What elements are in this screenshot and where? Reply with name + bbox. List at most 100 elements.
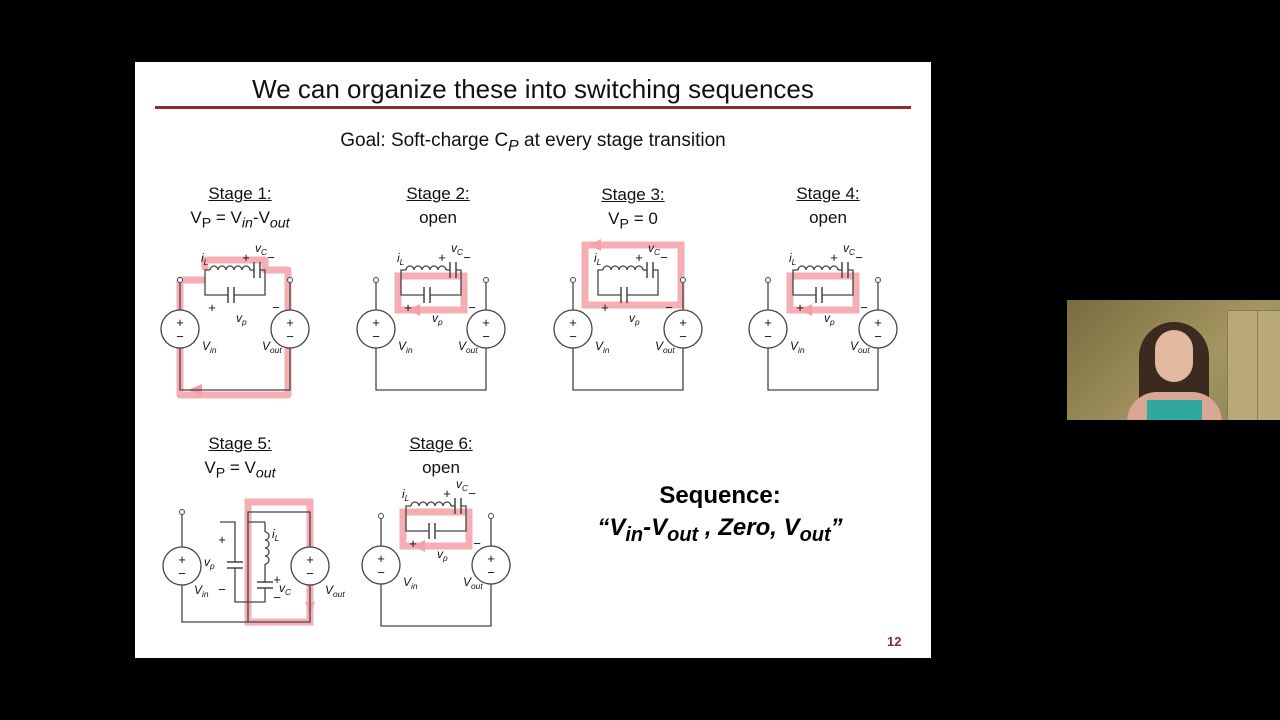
inductor-wire-left	[204, 269, 210, 282]
vc-plus: +	[242, 250, 250, 265]
terminal-right	[483, 277, 489, 283]
vout-source	[270, 309, 310, 349]
vp-wire-left	[405, 518, 429, 532]
vin-label: Vin	[194, 583, 209, 599]
terminal-left	[373, 277, 379, 283]
vin-source-plus: +	[764, 315, 772, 330]
vp-plus: +	[409, 536, 417, 551]
ground-wire	[179, 348, 291, 391]
vout-source-minus: −	[482, 329, 490, 344]
current-arrow	[413, 540, 425, 552]
cap-wire-right	[653, 269, 659, 282]
vin-source	[356, 309, 396, 349]
slide-title: We can organize these into switching seq…	[252, 74, 814, 104]
vout-label: Vout	[458, 339, 478, 355]
slide: We can organize these into switching seq…	[135, 62, 931, 658]
stage-3-heading: Stage 3: VP = 0	[601, 185, 665, 233]
vin-source-minus: −	[372, 329, 380, 344]
vout-label: Vout	[850, 339, 870, 355]
vc-label: vC	[279, 581, 292, 597]
vc-plus: +	[635, 250, 643, 265]
vout-label: Vout	[655, 339, 675, 355]
vout-label: Vout	[325, 583, 345, 599]
il-label: iL	[397, 251, 405, 267]
vin-label: Vin	[595, 339, 610, 355]
vc-plus: +	[443, 486, 451, 501]
vp-plus: +	[208, 300, 216, 315]
background-door	[1257, 310, 1280, 420]
vc-label: vC	[648, 241, 661, 257]
loop-wire	[247, 511, 311, 622]
vout-source-plus: +	[482, 315, 490, 330]
vp-minus: −	[468, 300, 476, 315]
vp-minus: −	[665, 300, 673, 315]
vp-plus: +	[796, 300, 804, 315]
terminal-left	[378, 513, 384, 519]
vout-source-plus: +	[306, 552, 314, 567]
il-label: iL	[789, 251, 797, 267]
vin-source	[361, 545, 401, 585]
vp-wire-top	[220, 521, 236, 562]
vout-source	[663, 309, 703, 349]
vp-label: vp	[437, 547, 448, 563]
il-label: iL	[402, 487, 410, 503]
vp-plus: +	[404, 300, 412, 315]
vp-minus: −	[473, 536, 481, 551]
ground-wire	[375, 348, 487, 391]
current-path-highlight	[581, 241, 685, 309]
vc-label: vC	[843, 241, 856, 257]
vc-plus: +	[438, 250, 446, 265]
current-arrow	[800, 304, 812, 316]
vc-plus: +	[830, 250, 838, 265]
current-path-highlight	[394, 272, 468, 314]
inductor-wire-left	[400, 269, 406, 282]
vp-minus: −	[860, 300, 868, 315]
vp-label: vp	[824, 311, 835, 327]
vin-source-minus: −	[764, 329, 772, 344]
vc-minus: −	[660, 250, 668, 265]
vin-source-minus: −	[176, 329, 184, 344]
vout-source-minus: −	[306, 566, 314, 581]
vout-source	[466, 309, 506, 349]
current-path-highlight	[786, 272, 860, 314]
vin-source-plus: +	[372, 315, 380, 330]
vc-label: vC	[456, 477, 469, 493]
il-label: iL	[594, 251, 602, 267]
vout-source-minus: −	[874, 329, 882, 344]
vin-label: Vin	[202, 339, 217, 355]
presenter-face	[1155, 330, 1193, 382]
vc-label: vC	[255, 241, 268, 257]
current-path-highlight	[399, 508, 473, 550]
terminal-left	[177, 277, 183, 283]
goal-text: Goal: Soft-charge CP at every stage tran…	[340, 130, 726, 155]
vin-label: Vin	[403, 575, 418, 591]
vout-source-minus: −	[286, 329, 294, 344]
inductor-wire-left	[597, 269, 603, 282]
vp-wire-right	[430, 282, 462, 296]
vout-source-plus: +	[286, 315, 294, 330]
vc-minus: −	[273, 590, 281, 605]
vin-source-plus: +	[176, 315, 184, 330]
inductor	[797, 265, 839, 271]
inductor-wire-left	[792, 269, 798, 282]
vin-source	[160, 309, 200, 349]
terminal-right	[488, 513, 494, 519]
vin-source	[553, 309, 593, 349]
terminal-left	[570, 277, 576, 283]
cap-wire-right	[848, 269, 854, 282]
vout-source-plus: +	[679, 315, 687, 330]
vp-wire-left	[792, 282, 816, 296]
vout-source	[471, 545, 511, 585]
background-door	[1227, 310, 1259, 420]
vp-wire-left	[400, 282, 424, 296]
presenter-top	[1147, 400, 1202, 420]
vp-wire-left	[204, 282, 228, 296]
cap-wire-right	[456, 269, 462, 282]
title-rule	[155, 106, 911, 109]
vin-source-minus: −	[377, 565, 385, 580]
vp-wire-left	[597, 282, 621, 296]
il-label: iL	[272, 527, 280, 543]
